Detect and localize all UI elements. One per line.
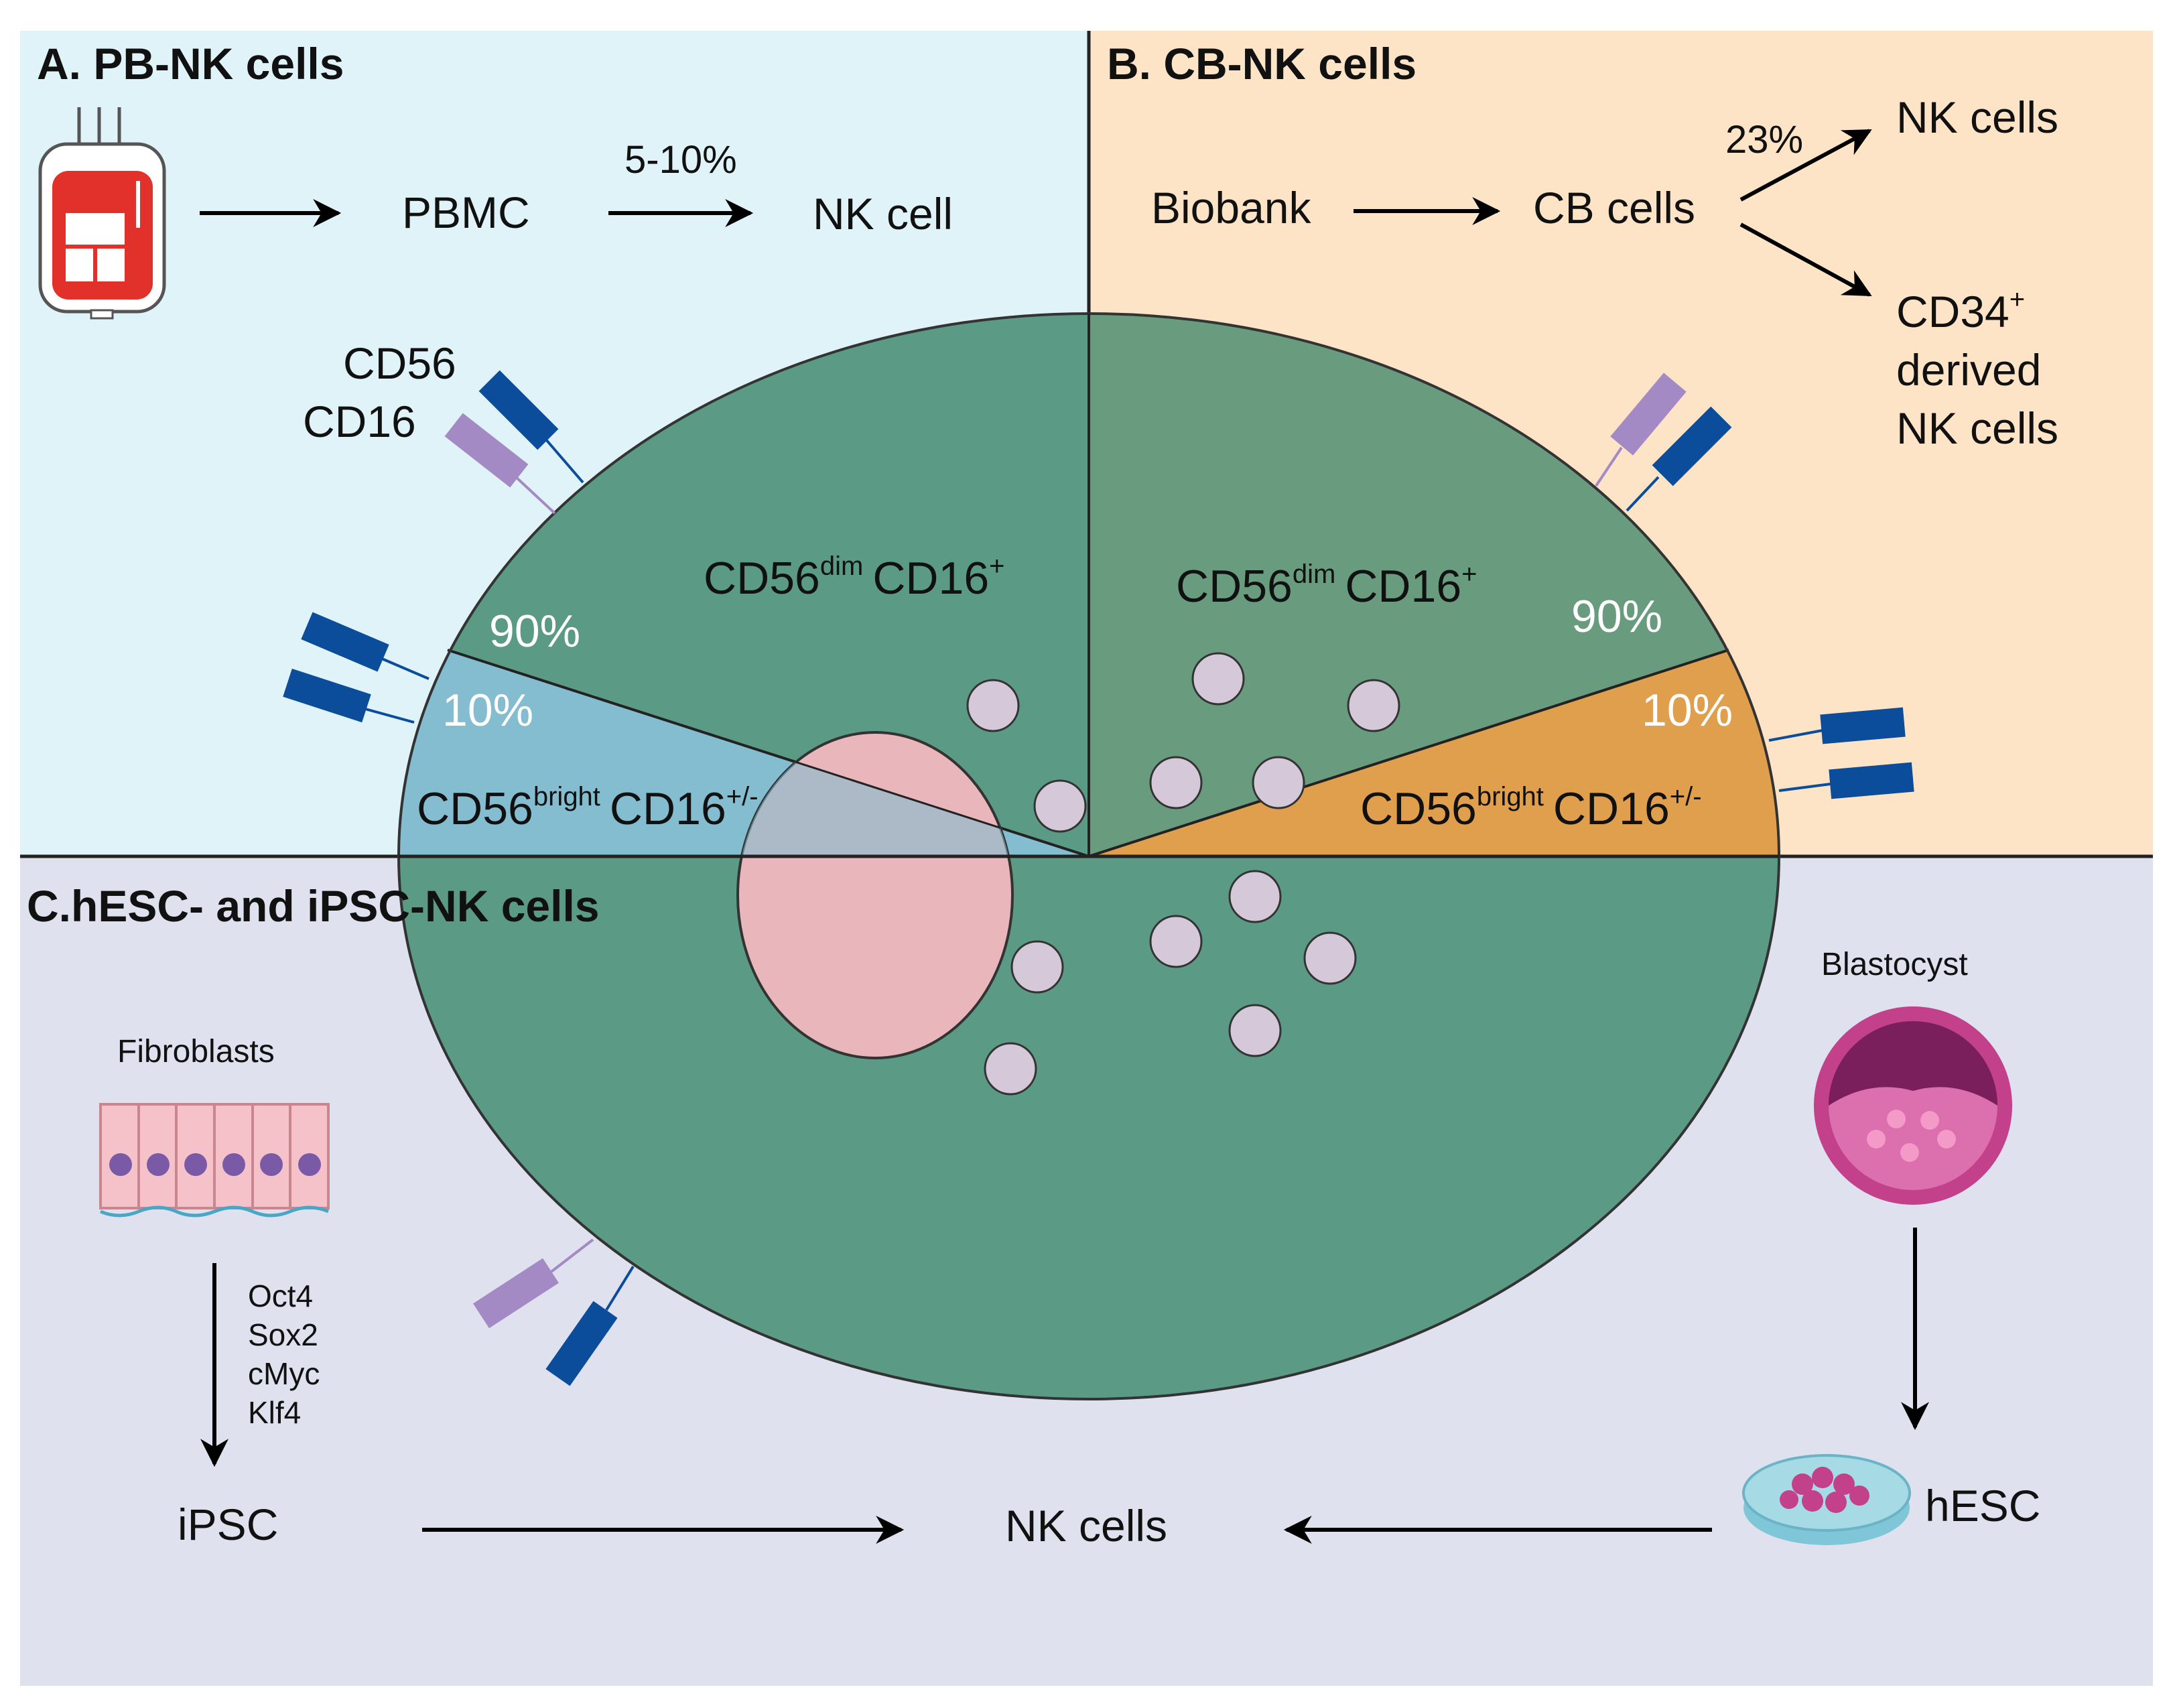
receptor-bright-left-2 xyxy=(283,668,415,724)
stem-nk-cells-label: NK cells xyxy=(1005,1501,1167,1551)
pb-bright-percent: 10% xyxy=(442,685,533,736)
pb-rate-label: 5-10% xyxy=(624,138,737,182)
granule xyxy=(1191,652,1245,706)
derived-label: derived xyxy=(1896,345,2041,395)
biobank-label: Biobank xyxy=(1151,183,1312,233)
receptor-bright-left-1 xyxy=(301,612,430,680)
receptor-cd56-upper-left xyxy=(478,370,584,484)
granule xyxy=(966,679,1020,732)
granule xyxy=(1252,756,1305,809)
panel-b-title: B. CB-NK cells xyxy=(1107,39,1417,88)
granule xyxy=(1149,756,1203,809)
cb-nk-cells-label: NK cells xyxy=(1896,92,2058,142)
cb-bright-percent: 10% xyxy=(1642,685,1733,736)
granule xyxy=(1228,1004,1282,1057)
receptor-cd56-lower-left xyxy=(545,1265,635,1386)
factor-cmyc: cMyc xyxy=(248,1356,320,1391)
fibroblasts-label: Fibroblasts xyxy=(117,1034,275,1069)
arrow-cb-to-nk xyxy=(1739,129,1872,202)
ipsc-label: iPSC xyxy=(178,1500,278,1549)
receptor-cd56-upper-right xyxy=(1626,406,1732,512)
panel-c-title: C.hESC- and iPSC-NK cells xyxy=(27,881,600,931)
hesc-label: hESC xyxy=(1925,1481,2040,1530)
nucleus-bright-overlay xyxy=(738,732,1012,856)
cb-subset-boundary xyxy=(1088,649,1729,858)
petri-dish-icon xyxy=(1742,1454,1911,1545)
blastocyst-icon xyxy=(1814,1006,2012,1205)
receptor-bright-right-1 xyxy=(1768,707,1906,744)
factor-klf4: Klf4 xyxy=(248,1395,301,1430)
cd34-nk-cells-label: NK cells xyxy=(1896,403,2058,453)
blood-bag-icon xyxy=(38,107,166,320)
receptor-cd16-upper-right xyxy=(1595,373,1687,487)
fibroblast-cells-icon xyxy=(99,1103,330,1218)
factor-sox2: Sox2 xyxy=(248,1317,318,1352)
pbmc-label: PBMC xyxy=(402,188,530,237)
cb-cells-label: CB cells xyxy=(1533,183,1695,233)
cd56-marker-label: CD56 xyxy=(343,338,456,388)
pb-dim-percent: 90% xyxy=(489,606,580,657)
blastocyst-label: Blastocyst xyxy=(1821,947,1968,982)
granule xyxy=(984,1042,1037,1096)
granule xyxy=(1228,870,1282,923)
arrow-cb-to-cd34 xyxy=(1739,222,1872,297)
granule xyxy=(1033,779,1087,833)
cd16-marker-label: CD16 xyxy=(303,397,416,446)
panel-a-title: A. PB-NK cells xyxy=(37,39,344,88)
cb-dim-percent: 90% xyxy=(1571,591,1662,642)
granule xyxy=(1303,931,1357,985)
factor-oct4: Oct4 xyxy=(248,1278,313,1313)
receptor-cd16-upper-left xyxy=(444,413,556,515)
receptor-bright-right-2 xyxy=(1778,762,1914,799)
granule xyxy=(1010,940,1064,994)
receptor-cd16-lower-left xyxy=(473,1238,594,1329)
granule xyxy=(1149,915,1203,968)
cb-rate-label: 23% xyxy=(1725,118,1803,161)
cd34-label: CD34+ xyxy=(1896,285,2025,336)
pb-nk-cell-label: NK cell xyxy=(813,189,953,239)
granule xyxy=(1347,679,1400,732)
